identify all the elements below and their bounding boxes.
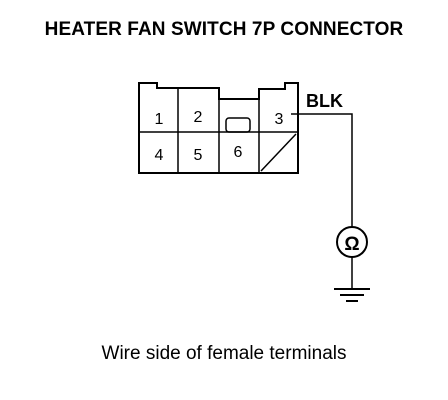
terminal-label: 2 bbox=[194, 109, 203, 126]
connector-housing bbox=[138, 82, 299, 174]
diagram-caption: Wire side of female terminals bbox=[101, 343, 347, 364]
ground-icon bbox=[334, 288, 370, 302]
diagram-title: HEATER FAN SWITCH 7P CONNECTOR bbox=[44, 19, 404, 40]
svg-text:Ω: Ω bbox=[344, 234, 359, 255]
terminal-label: 1 bbox=[155, 111, 164, 128]
wire-color-label: BLK bbox=[306, 91, 343, 111]
test-lead-wire bbox=[291, 113, 353, 227]
terminal-label: 5 bbox=[194, 147, 203, 164]
terminal-label: 3 bbox=[275, 111, 284, 128]
terminal-label: 6 bbox=[234, 144, 243, 161]
ohmmeter-icon: Ω bbox=[336, 226, 368, 258]
terminal-label: 4 bbox=[155, 147, 164, 164]
unused-cavity-mark bbox=[260, 133, 297, 172]
key-tab bbox=[225, 117, 251, 133]
